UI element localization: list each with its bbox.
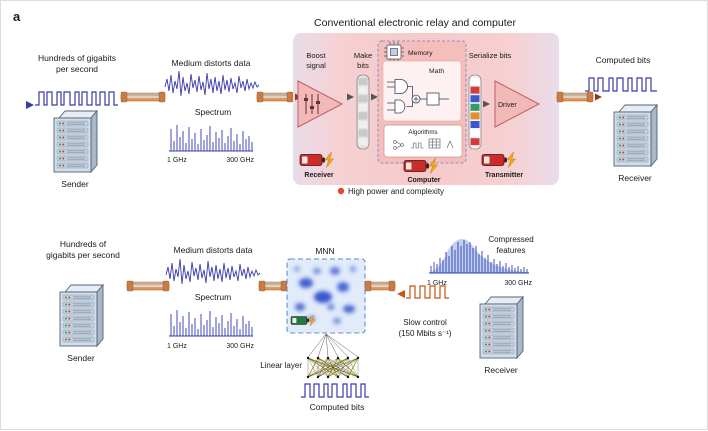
bottom-freq-high: 300 GHz [226, 343, 254, 350]
slow-control-wave-icon [406, 285, 449, 299]
top-receiver-server-icon [614, 105, 657, 166]
math-label: Math [429, 68, 444, 75]
algorithm-glyphs-icon [393, 138, 454, 150]
bottom-distorted-wave-icon [165, 258, 261, 285]
fanout-lines-icon [307, 333, 359, 358]
top-receiver-label: Receiver [618, 173, 652, 183]
bottom-receiver-label: Receiver [484, 365, 518, 375]
fiber-cable-icon [364, 280, 396, 292]
note-bullet-icon [337, 187, 345, 195]
bottom-computed-bits-label: Computed bits [310, 402, 365, 412]
boost-label-line1: Boost [306, 51, 326, 60]
top-sender-label: Sender [61, 179, 89, 189]
bottom-medium-label: Medium distorts data [174, 245, 253, 255]
bottom-sender-label: Sender [67, 353, 95, 363]
bottom-freq-high-out: 300 GHz [504, 280, 532, 287]
top-distorted-wave-icon [164, 70, 260, 97]
top-computed-bitstream-icon [585, 77, 657, 92]
fiber-cable-icon [258, 280, 288, 292]
stage-arrow-icon [347, 93, 354, 101]
linear-layer-mesh-icon [306, 356, 360, 379]
bottom-sender-rate-line1: Hundreds of [60, 239, 107, 249]
driver-amplifier-icon [494, 80, 541, 128]
computer-unit-label: Computer [407, 177, 440, 184]
driver-label: Driver [498, 102, 517, 109]
receiver-unit-label: Receiver [304, 172, 333, 179]
top-panel: Hundreds of gigabits per second Sender M… [26, 33, 657, 196]
algorithms-label: Algorithms [408, 129, 437, 136]
serializer-bar-icon [468, 74, 482, 150]
bottom-spectrum-icon [168, 309, 254, 337]
top-computed-bits-label: Computed bits [596, 55, 651, 65]
compressed-features-line1: Compressed [488, 235, 533, 244]
transmitter-unit-label: Transmitter [485, 172, 523, 179]
boost-amplifier-icon [297, 80, 344, 128]
slow-control-label-line2: (150 Mbits s⁻¹) [398, 329, 451, 338]
top-freq-high: 300 GHz [226, 157, 254, 164]
top-medium-label: Medium distorts data [172, 58, 251, 68]
compressed-features-line2: features [497, 246, 526, 255]
fiber-cable-icon [256, 91, 294, 103]
relay-out-arrow-icon [595, 93, 602, 101]
stage-arrow-icon [483, 100, 490, 108]
top-sender-bitstream-icon [35, 91, 118, 106]
top-spectrum-icon [168, 124, 254, 152]
bottom-spectrum-label: Spectrum [195, 292, 231, 302]
panel-label: a [13, 9, 21, 24]
linear-layer-label: Linear layer [260, 361, 302, 370]
make-bits-label-line2: bits [357, 61, 369, 70]
slow-control-arrow-icon [397, 290, 405, 298]
bottom-sender-rate-line2: gigabits per second [46, 250, 120, 260]
fiber-cable-icon [556, 91, 594, 103]
stage-arrow-icon [371, 93, 378, 101]
top-freq-low: 1 GHz [167, 157, 187, 164]
memory-chip-icon [384, 42, 404, 62]
mnn-box [286, 258, 366, 334]
top-spectrum-label: Spectrum [195, 107, 231, 117]
bottom-freq-low: 1 GHz [167, 343, 187, 350]
computer-box: Memory Math Algorithms [377, 40, 467, 164]
top-title: Conventional electronic relay and comput… [314, 17, 516, 29]
top-sender-rate-line2: per second [56, 64, 98, 74]
slow-control-label-line1: Slow control [403, 318, 447, 327]
make-bits-label-line1: Make [354, 51, 372, 60]
bottom-computed-bitstream-icon [301, 383, 369, 398]
top-sender-server-icon [54, 111, 97, 172]
adc-bar-icon [356, 74, 370, 150]
signal-start-arrow-icon [26, 101, 34, 109]
serialize-bits-label: Serialize bits [469, 51, 512, 60]
mnn-label: MNN [315, 246, 334, 256]
bottom-freq-low-out: 1 GHz [427, 280, 447, 287]
bottom-sender-server-icon [60, 285, 103, 346]
bottom-panel: Hundreds of gigabits per second Sender M… [46, 235, 534, 412]
algorithms-box: Algorithms [383, 124, 463, 158]
compressed-spectrum-icon [429, 239, 529, 274]
complexity-note: High power and complexity [348, 187, 444, 196]
fiber-cable-icon [126, 280, 170, 292]
memory-label: Memory [408, 50, 433, 57]
top-sender-rate-line1: Hundreds of gigabits [38, 53, 116, 63]
logic-gates-icon [387, 79, 449, 114]
fiber-cable-icon [120, 91, 166, 103]
bottom-receiver-server-icon [480, 297, 523, 358]
boost-label-line2: signal [306, 61, 326, 70]
